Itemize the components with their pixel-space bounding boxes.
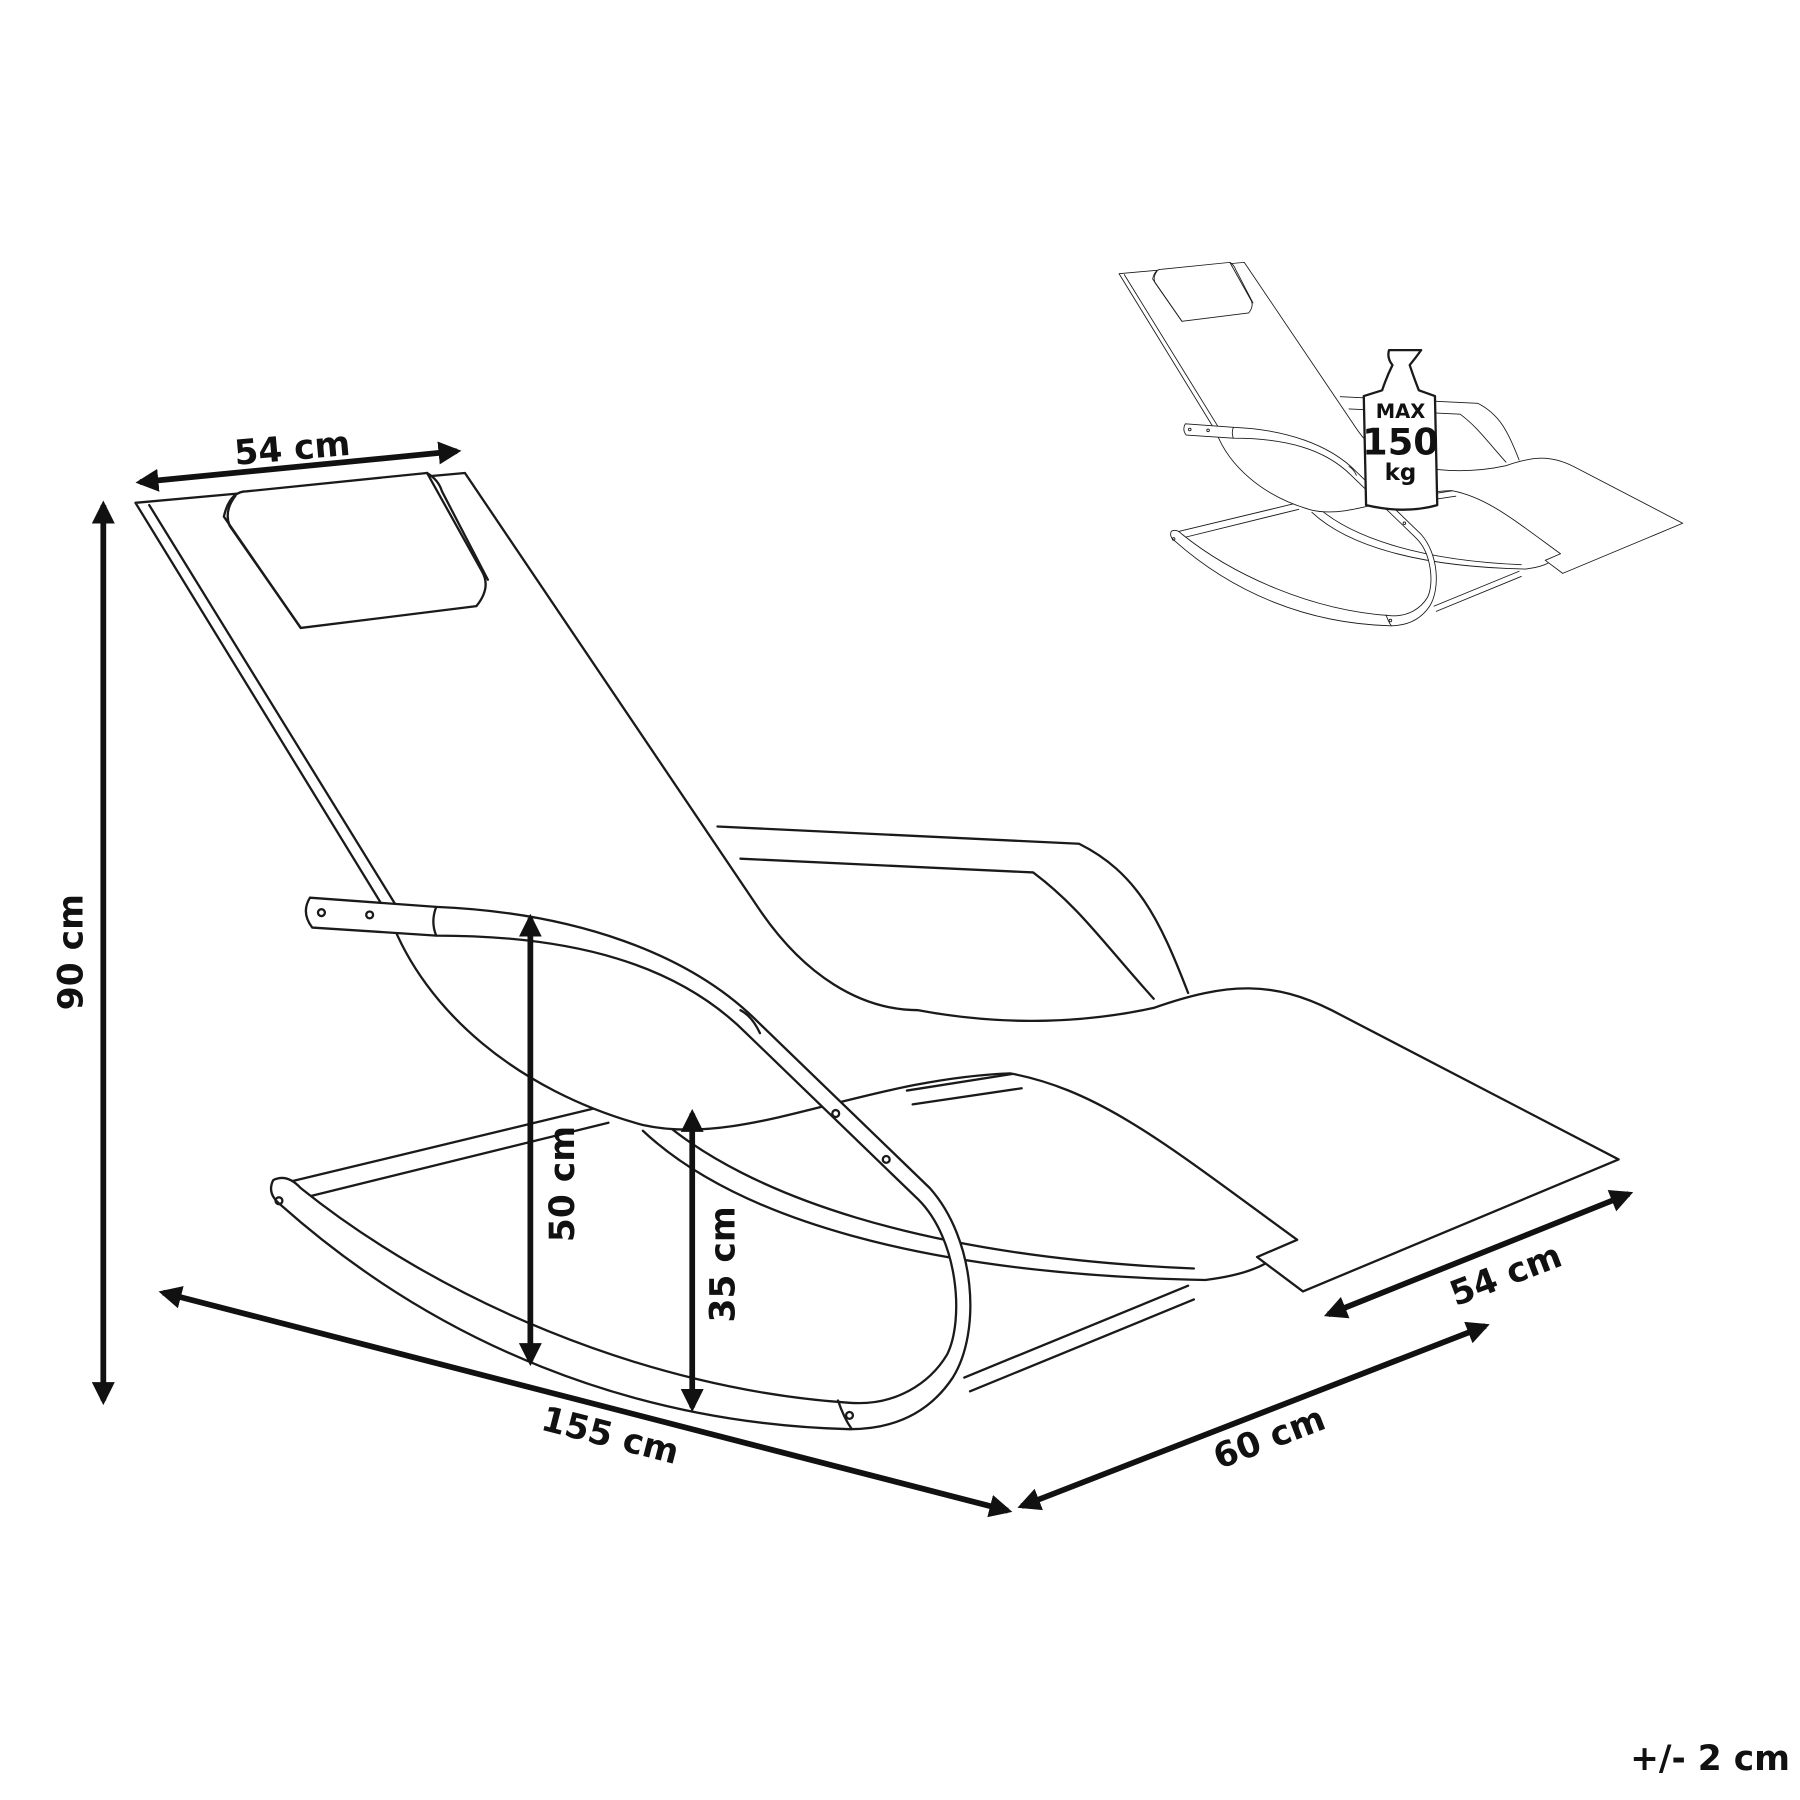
length-arrow <box>158 1286 1013 1518</box>
headrest-width-arrow <box>135 441 462 492</box>
height-label: 90 cm <box>52 894 92 1010</box>
max-load-label: MAX <box>1376 400 1426 423</box>
max-load-value: 150 <box>1362 421 1439 464</box>
tolerance-note: +/- 2 cm <box>1630 1739 1790 1779</box>
seat-height-label: 50 cm <box>543 1126 583 1242</box>
footrest-width-label: 54 cm <box>1445 1236 1568 1315</box>
base-width-arrow <box>1017 1321 1490 1511</box>
base-height-label: 35 cm <box>704 1206 744 1322</box>
max-load-unit: kg <box>1385 460 1417 486</box>
max-load-weight-icon: MAX 150 kg <box>1362 348 1439 511</box>
footrest-width-arrow <box>1323 1190 1634 1319</box>
headrest-width-label: 54 cm <box>233 424 352 474</box>
